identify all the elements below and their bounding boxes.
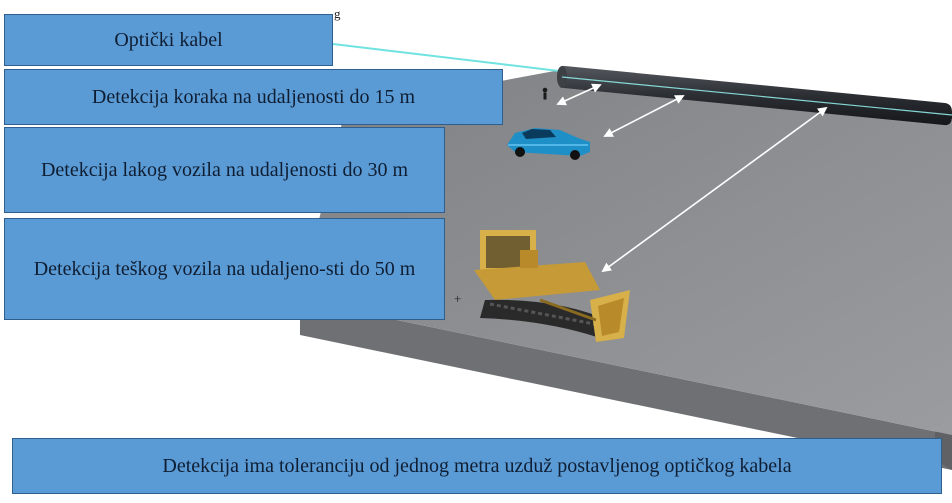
tolerance-note-text: Detekcija ima toleranciju od jednog metr… <box>162 455 792 477</box>
cable-label: Optički kabel <box>4 14 333 66</box>
heavy-vehicle-detection-label: Detekcija teškog vozila na udaljeno-sti … <box>4 218 445 320</box>
bulldozer-icon <box>474 230 630 342</box>
car-icon <box>507 128 590 160</box>
stray-mark-plus: + <box>454 291 462 306</box>
steps-detection-text: Detekcija koraka na udaljenosti do 15 m <box>91 86 416 108</box>
distance-arrow-icon <box>556 83 828 273</box>
light-vehicle-detection-text: Detekcija lakog vozila na udaljenosti do… <box>40 159 409 181</box>
steps-detection-label: Detekcija koraka na udaljenosti do 15 m <box>4 69 503 125</box>
stray-mark-top: g <box>334 6 341 21</box>
tolerance-note: Detekcija ima toleranciju od jednog metr… <box>12 438 942 494</box>
heavy-vehicle-detection-text: Detekcija teškog vozila na udaljeno-sti … <box>33 258 416 280</box>
light-vehicle-detection-label: Detekcija lakog vozila na udaljenosti do… <box>4 127 445 213</box>
ground-slab-front <box>300 300 952 470</box>
fiber-cable-icon <box>557 65 952 126</box>
pedestrian-icon <box>542 87 548 100</box>
cable-label-text: Optički kabel <box>114 29 223 51</box>
